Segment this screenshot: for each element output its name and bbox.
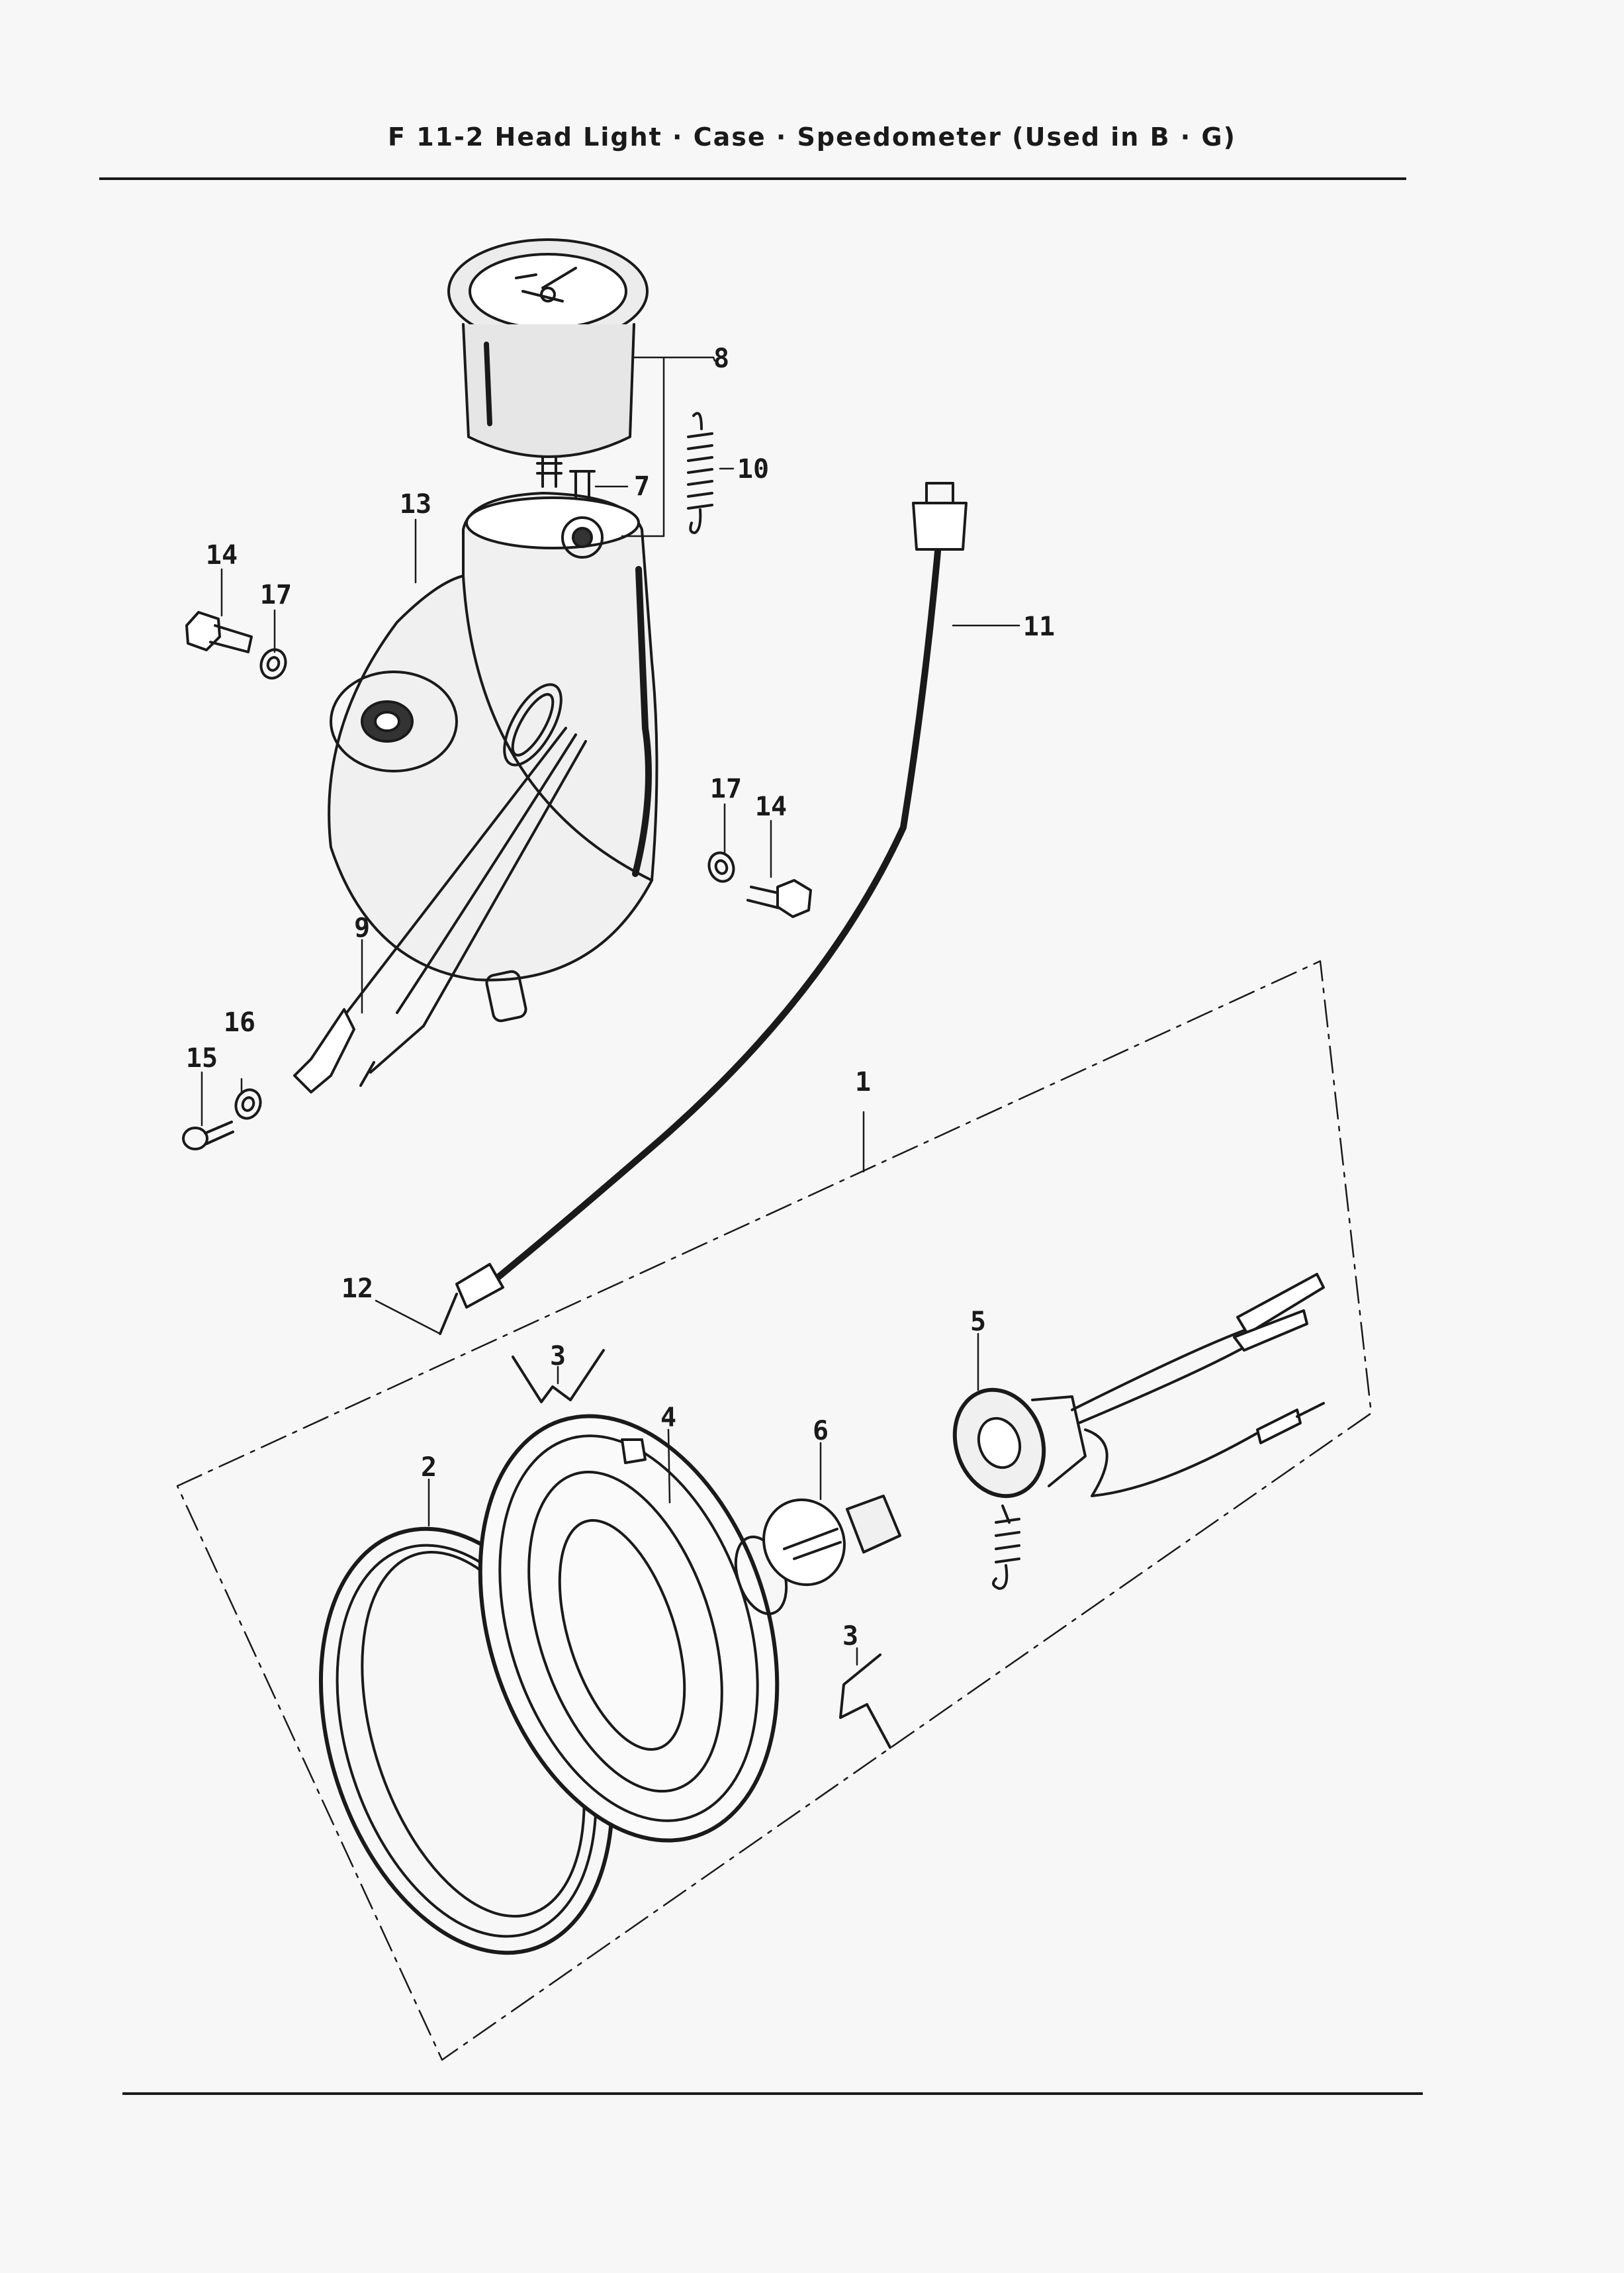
callout-2: 2 <box>421 1452 437 1483</box>
bulb-socket <box>952 1273 1325 1590</box>
callout-3-lower: 3 <box>842 1621 858 1651</box>
callout-5: 5 <box>970 1307 986 1337</box>
screw-lower-left <box>182 1121 234 1150</box>
wiring-harness <box>293 727 587 1093</box>
bolt-upper-left <box>185 611 253 653</box>
top-rule <box>99 177 1406 180</box>
callout-11: 11 <box>1023 612 1055 642</box>
headlight-unit <box>478 1414 788 1843</box>
callout-12: 12 <box>341 1274 373 1304</box>
assembly-boundary <box>176 960 1373 2061</box>
spring-clip-lower <box>839 1653 891 1749</box>
callout-13: 13 <box>400 489 431 520</box>
bottom-rule <box>122 2092 1423 2095</box>
callout-3-upper: 3 <box>550 1341 566 1371</box>
leader-lines <box>201 356 1020 1666</box>
callout-7: 7 <box>634 471 650 502</box>
callout-6: 6 <box>813 1416 829 1446</box>
callout-9: 9 <box>354 913 370 943</box>
callout-16: 16 <box>224 1007 255 1038</box>
callout-4: 4 <box>660 1403 676 1433</box>
washer-lower-left <box>234 1088 262 1120</box>
speedometer-mount-screw <box>569 470 596 499</box>
callout-8: 8 <box>713 344 729 374</box>
speedometer <box>447 238 649 488</box>
callout-17-upper: 17 <box>260 580 292 610</box>
callout-10: 10 <box>737 454 769 485</box>
page-title: F 11-2 Head Light · Case · Speedometer (… <box>388 122 1236 152</box>
speedometer-cable <box>439 482 968 1335</box>
callout-17-right: 17 <box>710 774 742 804</box>
washer-right <box>707 851 735 883</box>
bulb <box>762 1495 901 1587</box>
washer-upper-left <box>259 648 287 680</box>
headlight-case <box>328 492 658 1023</box>
callout-14-right: 14 <box>755 792 787 822</box>
bolt-right <box>746 879 812 918</box>
callout-1: 1 <box>855 1067 871 1097</box>
spring <box>687 412 713 534</box>
callout-labels: 1 2 3 3 4 5 6 7 8 9 10 11 12 13 14 14 15… <box>186 344 1055 1651</box>
callout-14-upper: 14 <box>206 540 238 571</box>
spring-clip-upper <box>512 1349 605 1403</box>
callout-15: 15 <box>186 1043 218 1074</box>
